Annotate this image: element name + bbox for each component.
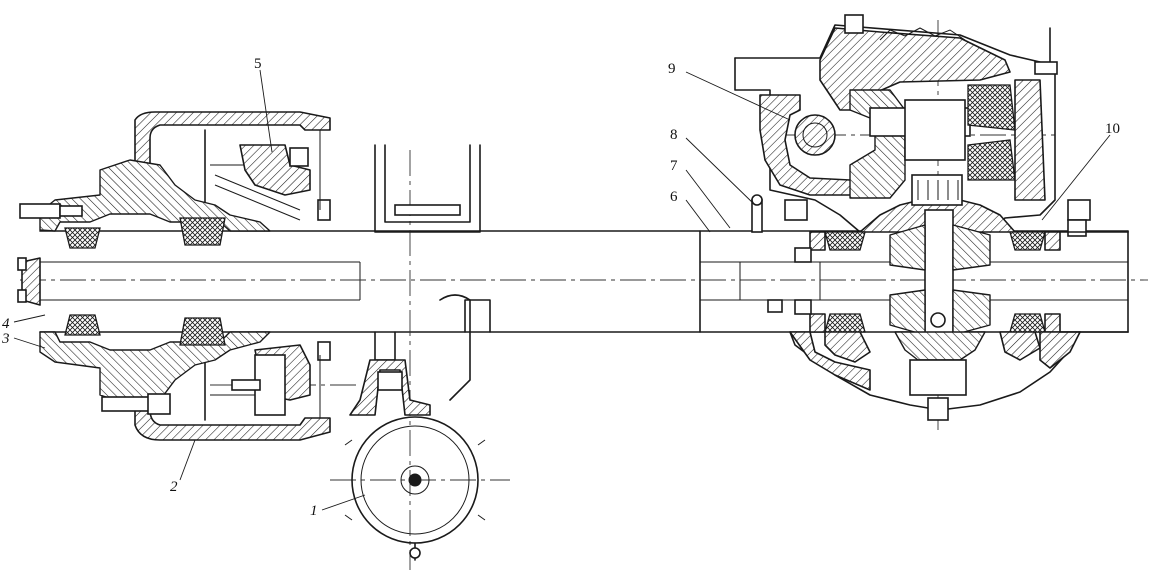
callout-5: 5 [254, 56, 262, 72]
callout-9: 9 [668, 61, 676, 77]
callout-10: 10 [1105, 121, 1120, 137]
callout-2: 2 [170, 479, 178, 495]
callout-6: 6 [670, 189, 678, 205]
callout-labels: 1 2 3 4 5 6 7 8 9 10 [1, 56, 1120, 519]
callout-4: 4 [2, 316, 10, 332]
callout-1: 1 [310, 503, 318, 519]
left-hub-assembly [17, 111, 331, 441]
differential-housing [734, 14, 1129, 421]
callout-8: 8 [670, 127, 678, 143]
callout-3: 3 [1, 331, 10, 347]
callout-leaders [13, 69, 1111, 511]
callout-7: 7 [670, 158, 678, 174]
motor-unit [344, 359, 486, 561]
